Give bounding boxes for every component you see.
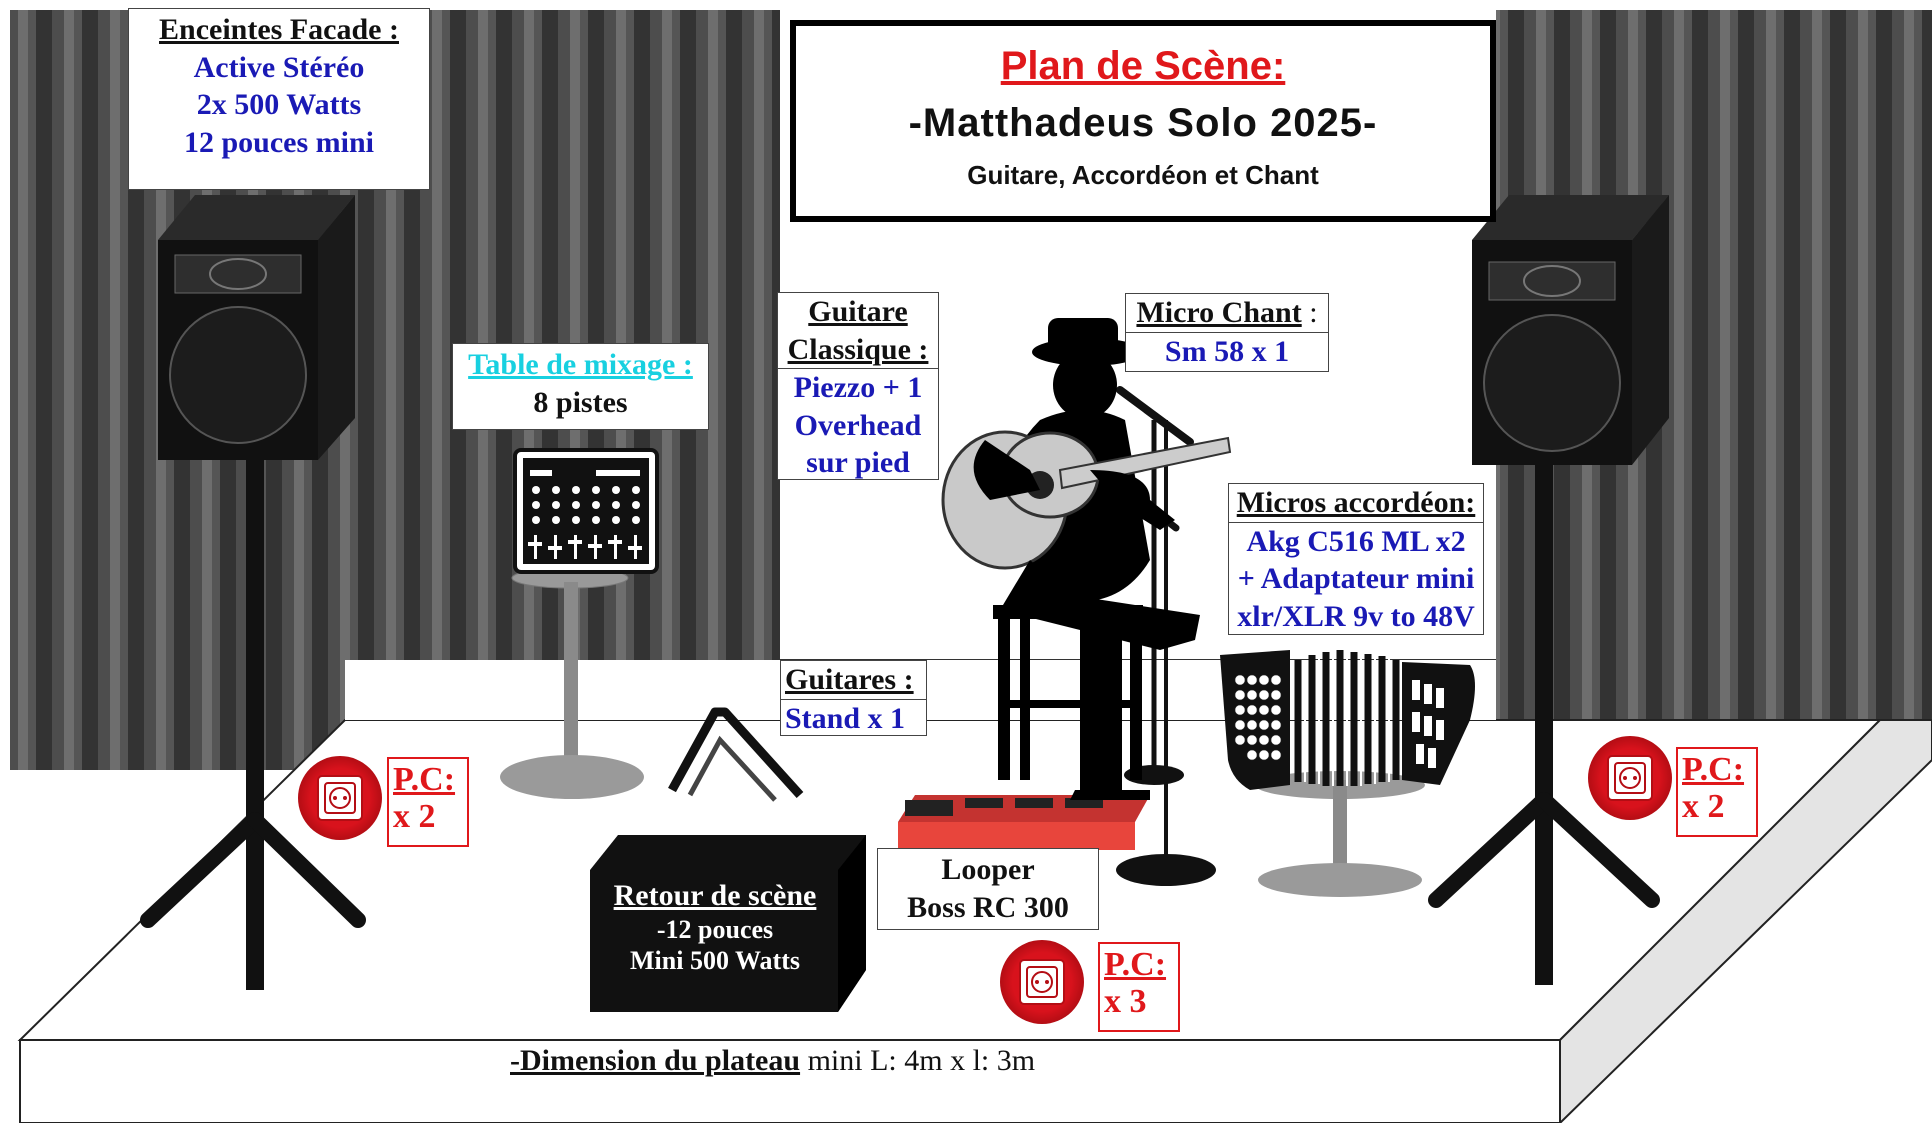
facade-line1: Active Stéréo bbox=[193, 50, 365, 84]
classical-guitar-label: Guitare Classique : Piezzo + 1 Overhead … bbox=[777, 292, 939, 480]
stage-dimension-value: mini L: 4m x l: 3m bbox=[800, 1044, 1036, 1077]
right-pa-speaker bbox=[1428, 195, 1669, 985]
vocal-mic-colon: : bbox=[1301, 296, 1318, 329]
facade-heading: Enceintes Facade : bbox=[159, 13, 399, 46]
power-outlet-icon-right bbox=[1588, 736, 1672, 820]
mixing-console bbox=[500, 448, 659, 799]
facade-speakers-label: Enceintes Facade : Active Stéréo 2x 500 … bbox=[128, 8, 430, 190]
looper-label: Looper Boss RC 300 bbox=[877, 848, 1099, 930]
power-outlet-icon-left bbox=[298, 756, 382, 840]
facade-line3: 12 pouces mini bbox=[183, 125, 375, 159]
title-box: Plan de Scène: -Matthadeus Solo 2025- Gu… bbox=[790, 20, 1496, 222]
accordion bbox=[1220, 650, 1475, 897]
monitor-heading: Retour de scène bbox=[613, 879, 817, 912]
looper-line2: Boss RC 300 bbox=[907, 890, 1069, 924]
facade-line2: 2x 500 Watts bbox=[196, 88, 362, 121]
stage-dimension-label: -Dimension du plateau bbox=[510, 1044, 801, 1077]
accordion-mics-line2: + Adaptateur mini bbox=[1237, 562, 1475, 595]
vocal-mic-label: Micro Chant : Sm 58 x 1 bbox=[1125, 293, 1329, 372]
power-left-heading: P.C: bbox=[393, 761, 456, 798]
power-left-label: P.C: x 2 bbox=[387, 757, 469, 847]
guitar-stand-detail: Stand x 1 bbox=[785, 701, 906, 735]
page-title: Plan de Scène: bbox=[1000, 44, 1286, 88]
accordion-mics-heading: Micros accordéon: bbox=[1229, 484, 1483, 523]
classical-guitar-line3: sur pied bbox=[806, 446, 910, 479]
power-right-heading: P.C: bbox=[1682, 751, 1745, 788]
stage-monitor bbox=[590, 835, 866, 1012]
looper-line1: Looper bbox=[941, 853, 1035, 886]
guitar-stand-label: Guitares : Stand x 1 bbox=[780, 660, 927, 736]
accordion-mics-line3: xlr/XLR 9v to 48V bbox=[1237, 599, 1475, 633]
stage-dimension: -Dimension du plateau mini L: 4m x l: 3m bbox=[510, 1044, 1035, 1078]
classical-guitar-line1: Piezzo + 1 bbox=[793, 371, 923, 404]
mixer-detail: 8 pistes bbox=[533, 385, 628, 419]
monitor-label: Retour de scène -12 pouces Mini 500 Watt… bbox=[590, 878, 840, 976]
vocal-mic-detail: Sm 58 x 1 bbox=[1164, 334, 1290, 368]
accordion-mics-line1: Akg C516 ML x2 bbox=[1246, 524, 1466, 558]
mixer-label: Table de mixage : 8 pistes bbox=[452, 343, 709, 430]
guitarist-silhouette bbox=[941, 318, 1232, 800]
power-center-label: P.C: x 3 bbox=[1098, 942, 1180, 1032]
vocal-mic-heading-row: Micro Chant : bbox=[1126, 294, 1328, 333]
mixer-heading: Table de mixage : bbox=[468, 348, 693, 381]
power-outlet-icon-center bbox=[1000, 940, 1084, 1024]
page-subtitle: -Matthadeus Solo 2025- bbox=[908, 101, 1378, 145]
power-right-count: x 2 bbox=[1682, 788, 1725, 826]
monitor-line2: Mini 500 Watts bbox=[630, 946, 800, 976]
guitar-stand-heading: Guitares : bbox=[781, 661, 926, 700]
looper-pedal bbox=[898, 795, 1150, 850]
classical-guitar-heading2: Classique : bbox=[778, 331, 938, 369]
power-left-count: x 2 bbox=[393, 798, 436, 836]
power-center-count: x 3 bbox=[1104, 983, 1147, 1021]
power-right-label: P.C: x 2 bbox=[1676, 747, 1758, 837]
monitor-line1: -12 pouces bbox=[656, 915, 774, 944]
left-pa-speaker bbox=[140, 195, 366, 990]
guitar-stand bbox=[668, 707, 804, 802]
vocal-mic-heading: Micro Chant bbox=[1136, 296, 1302, 329]
classical-guitar-line2: Overhead bbox=[794, 408, 922, 442]
accordion-mics-label: Micros accordéon: Akg C516 ML x2 + Adapt… bbox=[1228, 483, 1484, 635]
classical-guitar-heading1: Guitare bbox=[808, 295, 908, 328]
power-center-heading: P.C: bbox=[1104, 946, 1167, 983]
instruments-line: Guitare, Accordéon et Chant bbox=[967, 160, 1319, 190]
